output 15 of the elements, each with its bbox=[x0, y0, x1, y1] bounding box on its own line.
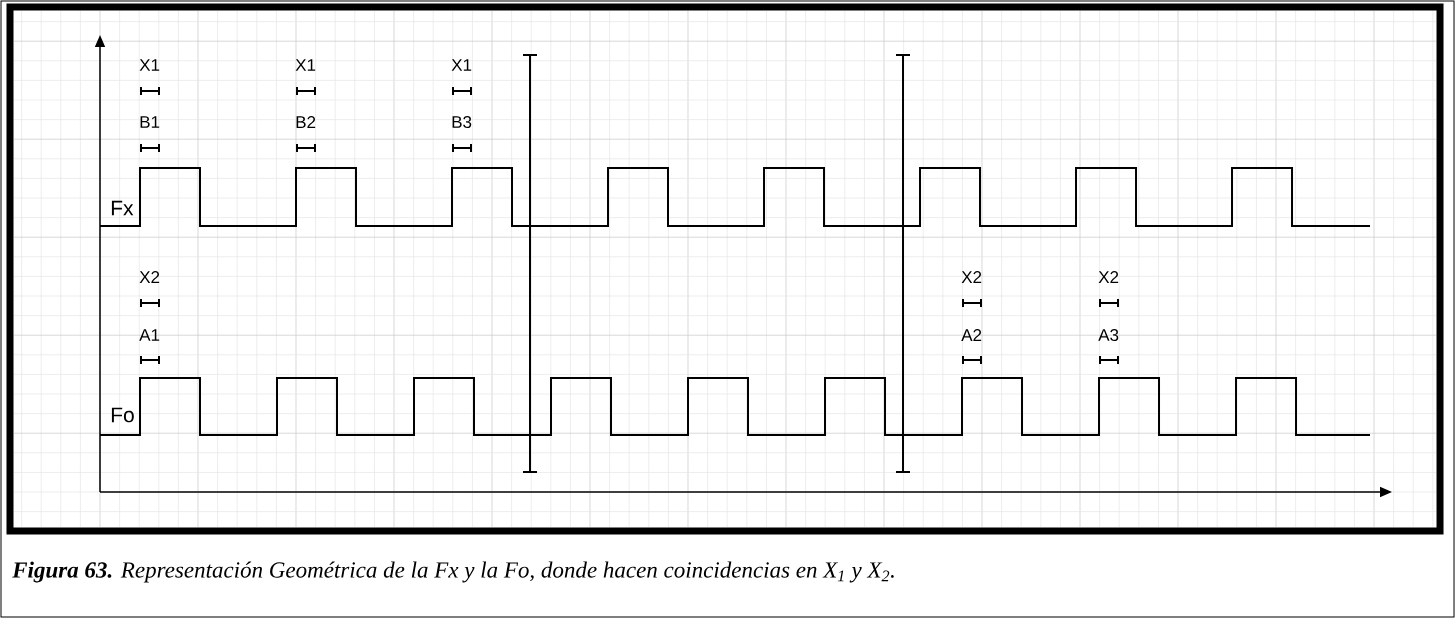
interval-label: A2 bbox=[961, 329, 982, 341]
axis-label: Fx bbox=[111, 200, 134, 216]
axis-label: Fo bbox=[111, 407, 134, 423]
interval-label: X2 bbox=[961, 271, 982, 283]
interval-label: B2 bbox=[296, 116, 316, 128]
interval-label: X2 bbox=[1098, 271, 1119, 283]
interval-label: B3 bbox=[452, 116, 472, 129]
interval-label: A1 bbox=[139, 329, 160, 341]
interval-label: X1 bbox=[295, 59, 316, 71]
interval-label: B1 bbox=[140, 116, 160, 128]
interval-label: X1 bbox=[139, 59, 160, 71]
interval-label: A3 bbox=[1098, 329, 1119, 342]
interval-label: X1 bbox=[451, 59, 472, 71]
figure-caption: Figura 63. Representación Geométrica de la Fx y la Fo, donde hacen coincidencias en X$_{1}$ y X$_{2}$. bbox=[12, 561, 894, 583]
interval-label: X2 bbox=[139, 271, 160, 283]
